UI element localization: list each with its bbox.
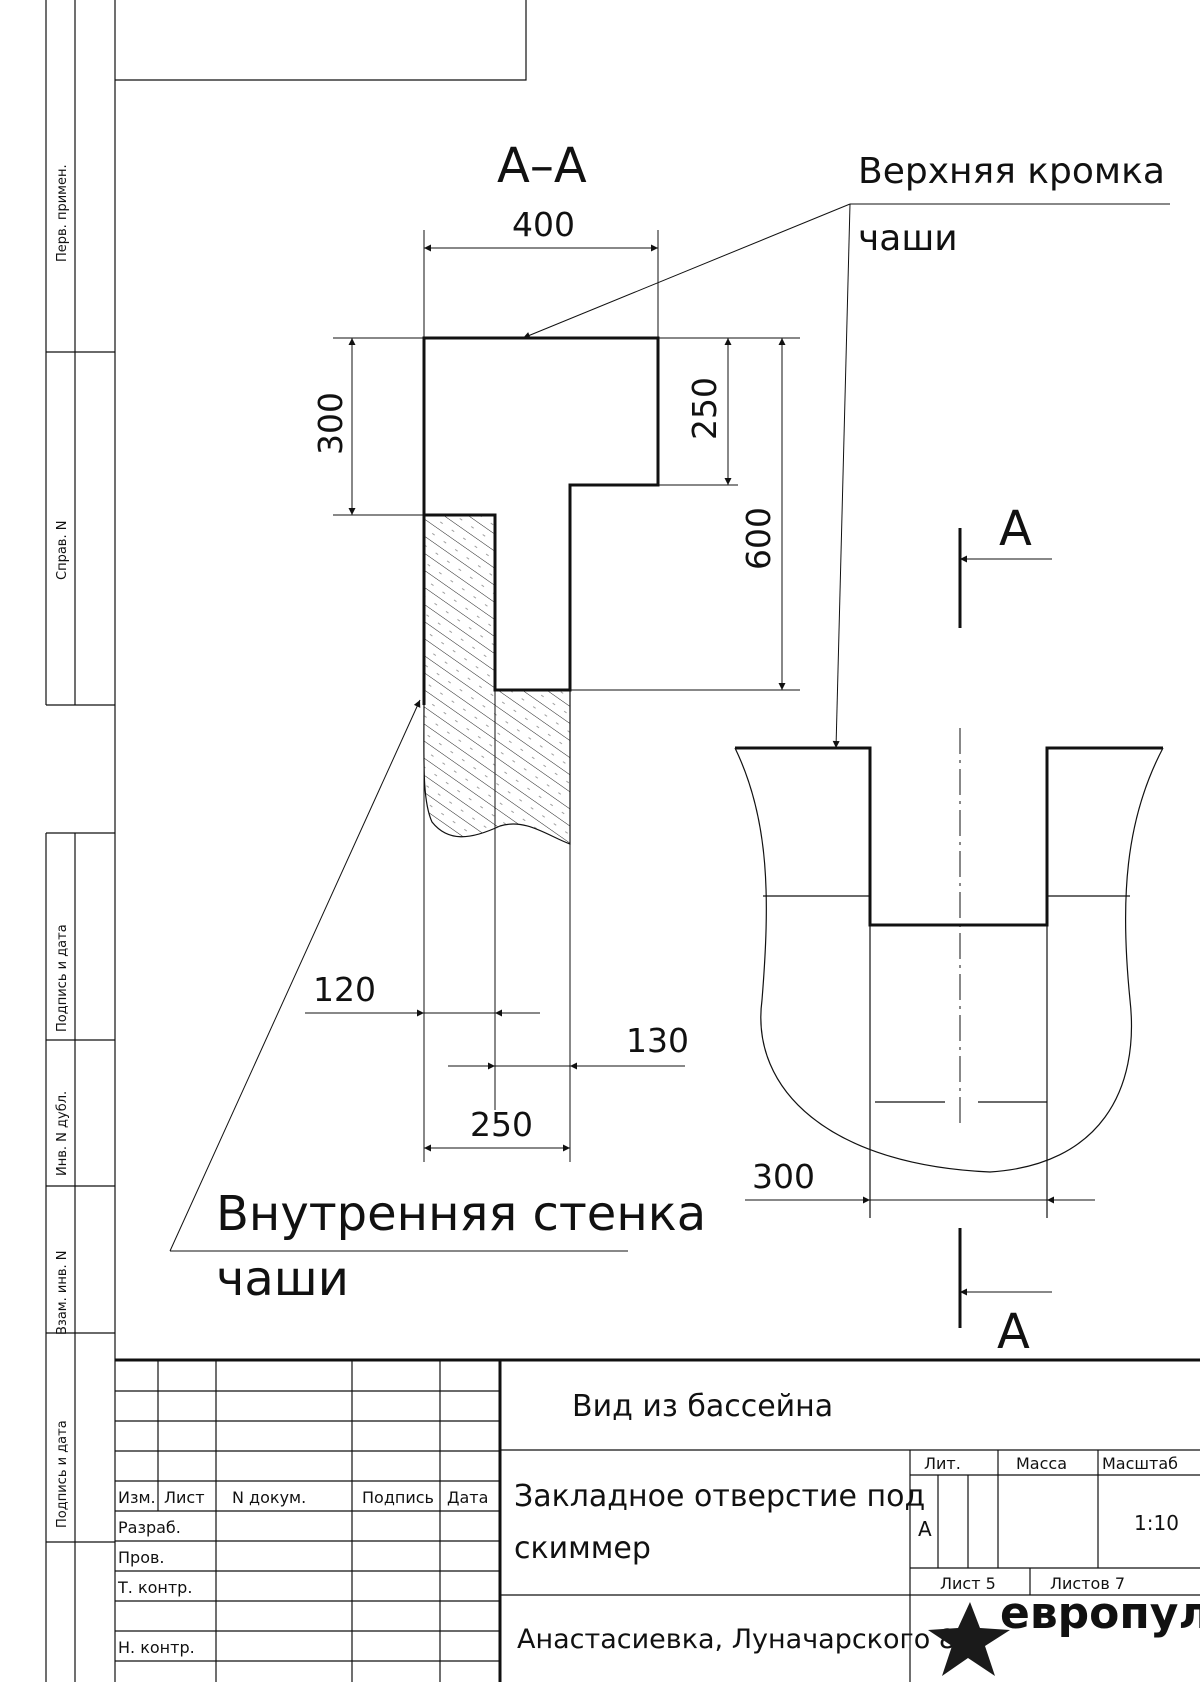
starfish-icon <box>928 1602 1010 1676</box>
section-label: А–А <box>497 138 587 194</box>
tb-header-data: Дата <box>447 1488 488 1507</box>
front-view: 300 А А <box>734 501 1164 1360</box>
inner-wall-text-2: чаши <box>216 1251 349 1307</box>
europool-logo: европул <box>928 1588 1200 1676</box>
tb-address: Анастасиевка, Луначарского 85 <box>517 1624 973 1655</box>
tb-role-prov: Пров. <box>118 1548 165 1567</box>
tb-header-list: Лист <box>164 1488 205 1507</box>
tb-role-razrab: Разраб. <box>118 1518 181 1537</box>
dim-400: 400 <box>512 205 575 244</box>
tb-masshtab-label: Масштаб <box>1102 1454 1178 1473</box>
dim-130: 130 <box>626 1021 689 1060</box>
stamp-vzam-inv-n: Взам. инв. N <box>55 1251 70 1335</box>
tb-lit-label: Лит. <box>924 1454 961 1473</box>
inner-wall-text-1: Внутренняя стенка <box>216 1186 706 1242</box>
top-edge-text-1: Верхняя кромка <box>858 151 1165 192</box>
tb-role-t-kontr: Т. контр. <box>117 1578 192 1597</box>
dim-300-left: 300 <box>311 392 350 455</box>
tb-doc-title-1: Закладное отверстие под <box>514 1479 925 1514</box>
tb-header-n-dokum: N докум. <box>232 1488 306 1507</box>
tb-lit-value: А <box>918 1517 932 1541</box>
dim-250-bottom: 250 <box>470 1105 533 1144</box>
side-stamp: Перв. примен. Справ. N Подпись и дата Ин… <box>45 0 116 1682</box>
tb-massa-label: Масса <box>1016 1454 1067 1473</box>
inner-wall-callout: Внутренняя стенка чаши <box>169 699 706 1307</box>
tb-doc-title-2: скиммер <box>514 1531 651 1566</box>
stamp-sprav-n: Справ. N <box>55 521 70 580</box>
stamp-inv-n-dubl: Инв. N дубл. <box>55 1091 70 1176</box>
tb-header-izm: Изм. <box>118 1488 156 1507</box>
top-edge-callout: Верхняя кромка чаши <box>522 151 1170 749</box>
logo-text: европул <box>1000 1588 1200 1639</box>
tb-sheet-label: Лист 5 <box>940 1574 996 1593</box>
dim-300-front: 300 <box>752 1157 815 1196</box>
stamp-perv-primen: Перв. примен. <box>55 164 70 262</box>
cut-marker-bottom: А <box>997 1304 1030 1360</box>
front-view-bowl <box>734 747 1164 1173</box>
cut-marker-top: А <box>999 501 1032 557</box>
stamp-podpis-data-2: Подпись и дата <box>55 1420 70 1528</box>
top-box <box>115 0 527 81</box>
tb-view-name: Вид из бассейна <box>572 1389 833 1424</box>
dim-120: 120 <box>313 970 376 1009</box>
title-block: Изм. Лист N докум. Подпись Дата Разраб. … <box>115 1358 1200 1682</box>
top-edge-text-2: чаши <box>858 218 958 259</box>
stamp-podpis-data-1: Подпись и дата <box>55 924 70 1032</box>
tb-masshtab-value: 1:10 <box>1134 1511 1179 1535</box>
wall-hatch <box>423 514 571 845</box>
front-view-outline <box>735 746 1163 927</box>
tb-sheets-label: Листов 7 <box>1050 1574 1125 1593</box>
tb-role-n-kontr: Н. контр. <box>118 1638 195 1657</box>
tb-header-podpis: Подпись <box>362 1488 434 1507</box>
section-a-a: А–А 400 300 250 600 120 13 <box>305 138 800 1162</box>
dim-250-right: 250 <box>685 377 724 440</box>
dim-600: 600 <box>739 507 778 570</box>
